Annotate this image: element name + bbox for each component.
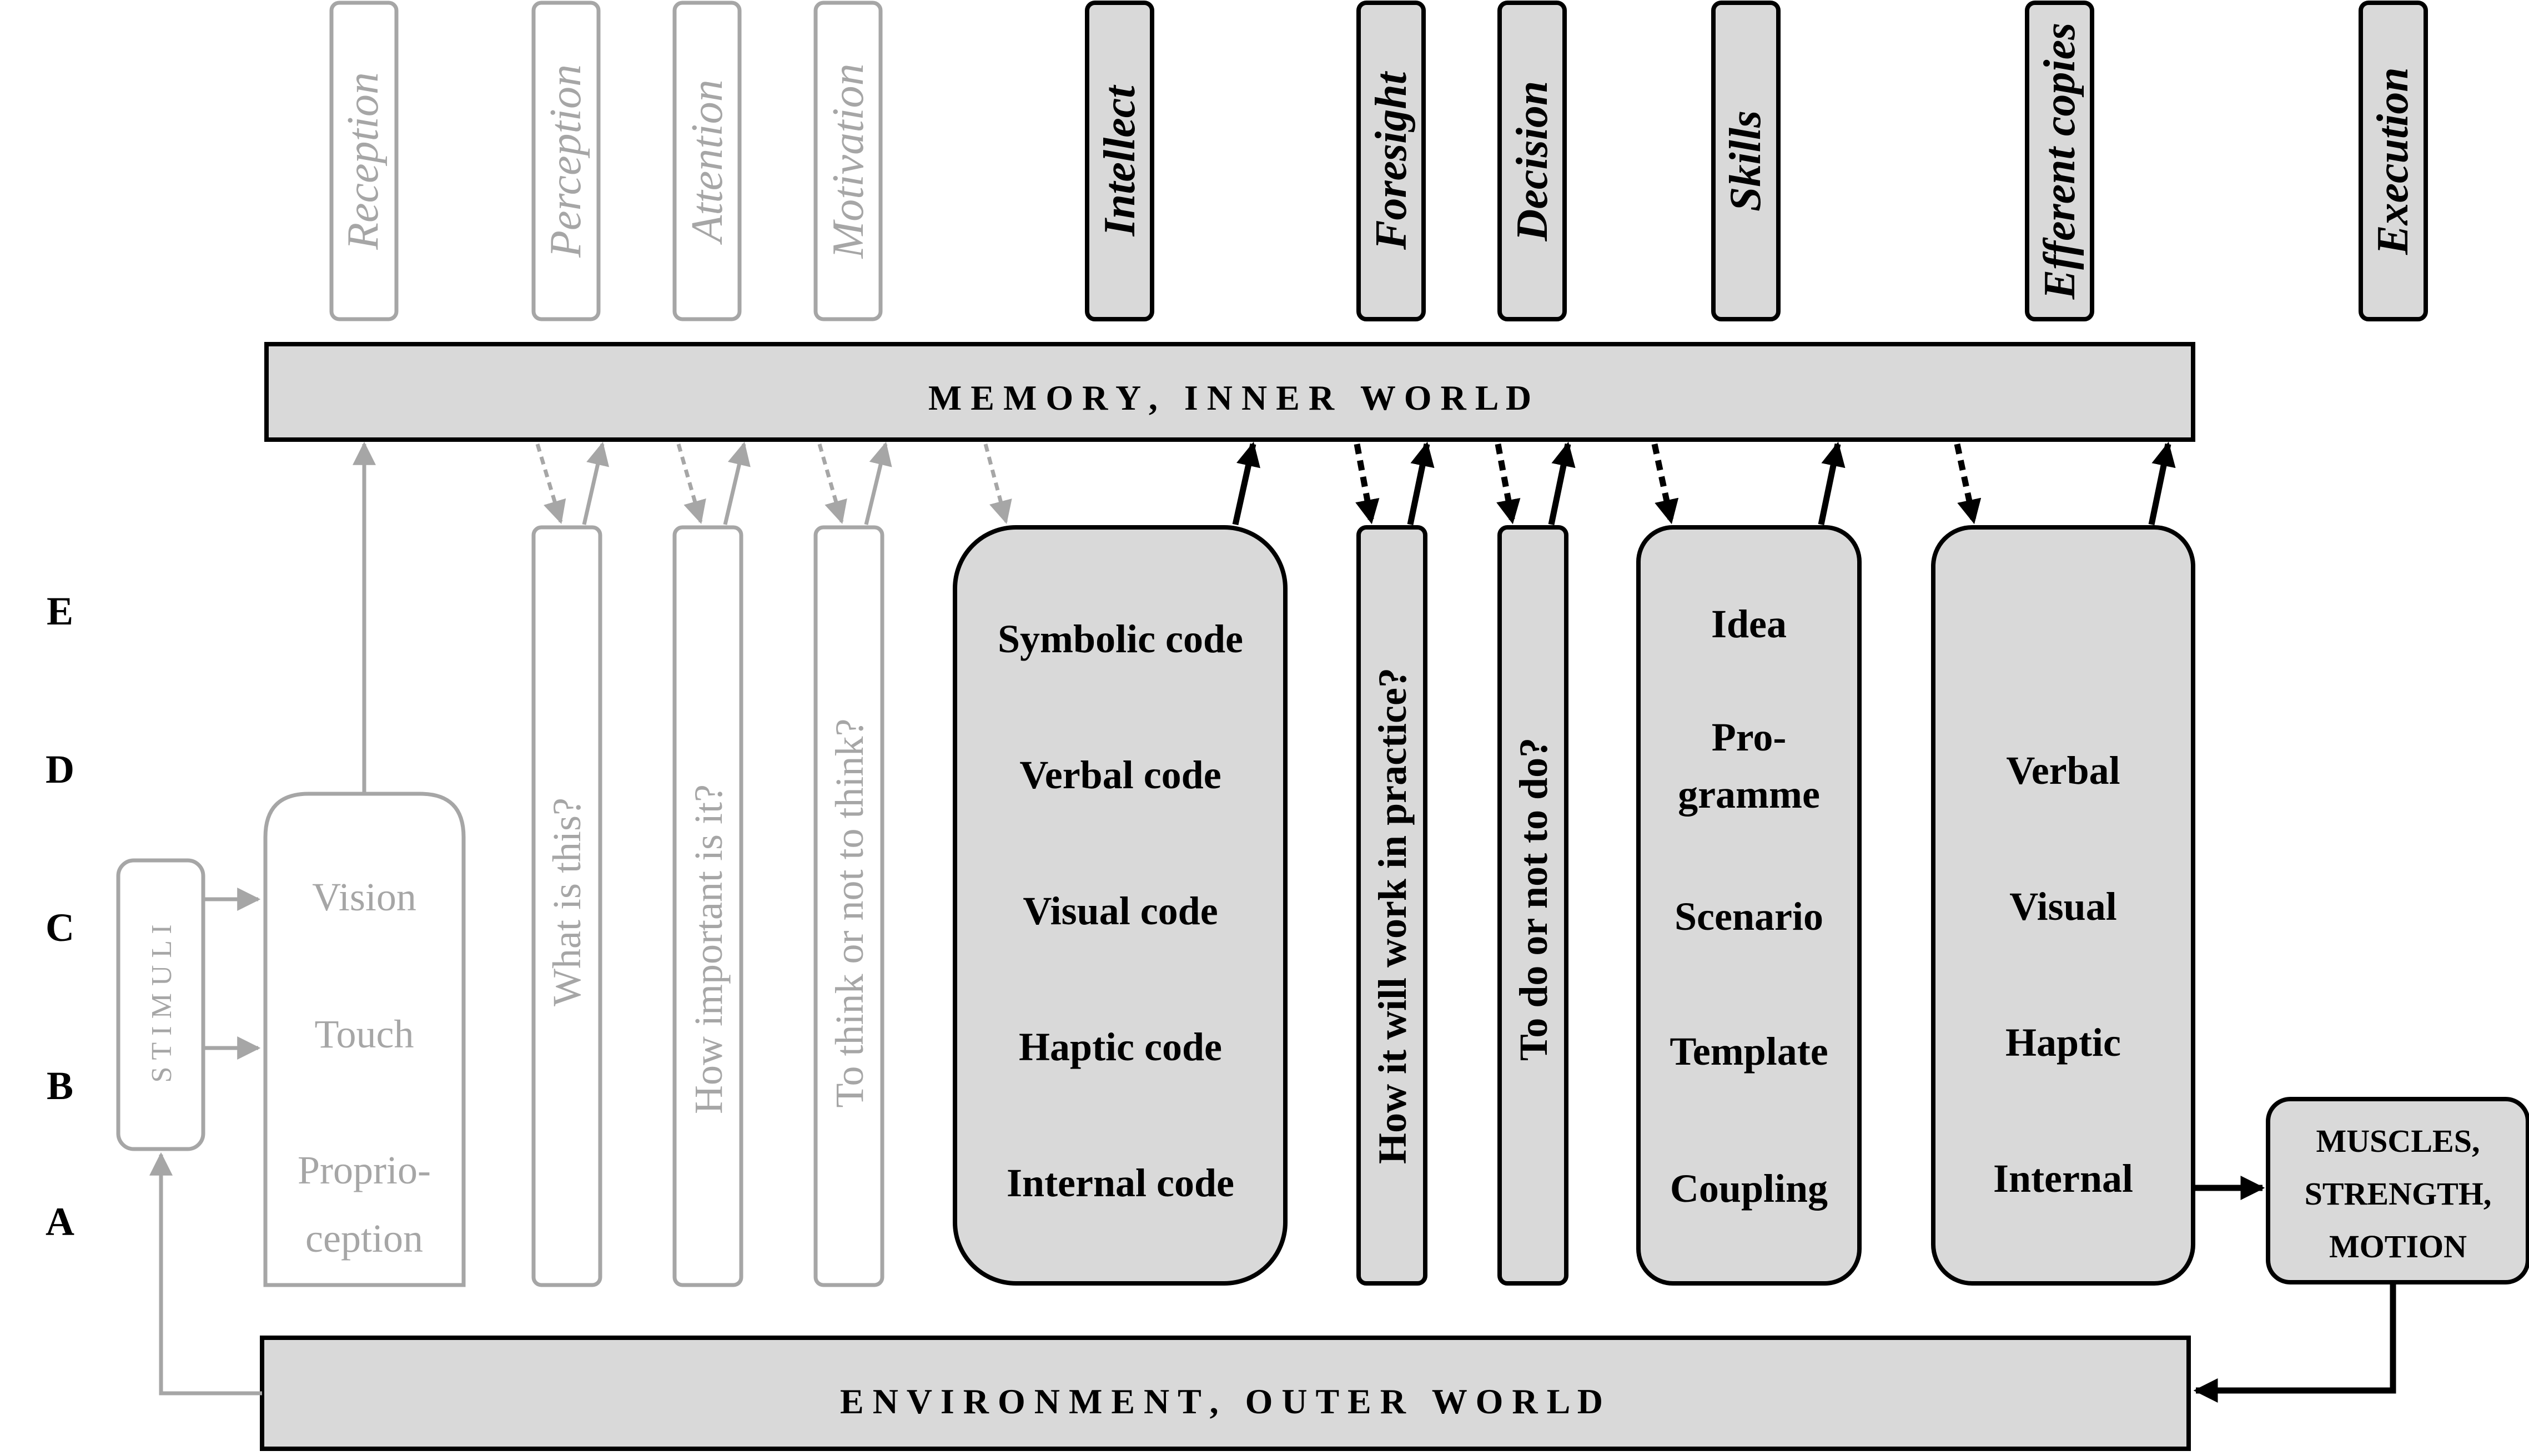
- environment-outer-world-bar: E N V I R O N M E N T , O U T E R W O R …: [260, 1336, 2191, 1451]
- level-labels: E D C B A: [46, 589, 74, 1244]
- attention-down-arrow: [676, 444, 706, 525]
- decision-up-arrow: [1548, 441, 1576, 526]
- top-label-efferent-copies: Efferent copies: [2025, 1, 2094, 321]
- perception-up-arrow: [582, 441, 610, 525]
- black-arrows: [1232, 441, 2396, 1403]
- intellect-down-arrow: [983, 444, 1012, 525]
- level-a: A: [46, 1200, 74, 1244]
- level-d: D: [46, 747, 74, 792]
- skill-programme-2: gramme: [1678, 772, 1820, 817]
- decision-text: Decision: [1508, 81, 1557, 242]
- motivation-up-arrow: [864, 441, 892, 525]
- skill-scenario: Scenario: [1675, 894, 1823, 939]
- what-is-this-text: What is this?: [545, 798, 589, 1006]
- vision-text: Vision: [312, 875, 416, 919]
- touch-text: Touch: [315, 1012, 414, 1056]
- foresight-text: Foresight: [1367, 70, 1416, 250]
- level-b: B: [47, 1064, 73, 1108]
- memory-inner-world-bar: M E M O R Y , I N N E R W O R L D: [264, 342, 2195, 442]
- top-label-perception: Perception: [531, 1, 601, 321]
- efferent-copies-text: Efferent copies: [2035, 23, 2084, 300]
- attention-text: Attention: [683, 79, 732, 245]
- muscles-text-3: MOTION: [2329, 1228, 2467, 1264]
- foresight-up-arrow: [1407, 441, 1435, 526]
- efferent-verbal: Verbal: [2006, 748, 2120, 793]
- attention-up-arrow: [723, 441, 751, 525]
- top-label-foresight: Foresight: [1356, 1, 1426, 321]
- question-box-think: To think or not to think?: [813, 525, 884, 1287]
- muscles-text-1: MUSCLES,: [2316, 1123, 2480, 1159]
- decision-down-arrow: [1495, 443, 1521, 525]
- codes-box: Symbolic code Verbal code Visual code Ha…: [953, 525, 1288, 1286]
- efferent-box: Verbal Visual Haptic Internal: [1931, 525, 2195, 1286]
- question-box-important: How important is it?: [672, 525, 743, 1287]
- level-c: C: [46, 905, 74, 950]
- proprioception-text-2: ception: [305, 1216, 423, 1261]
- motivation-text: Motivation: [824, 63, 873, 259]
- skills-box: Idea Pro- gramme Scenario Template Coupl…: [1636, 525, 1862, 1286]
- intellect-text: Intellect: [1095, 84, 1144, 237]
- efferent-internal: Internal: [1993, 1156, 2133, 1201]
- think-or-not-text: To think or not to think?: [827, 719, 872, 1108]
- question-box-what: What is this?: [531, 525, 602, 1287]
- environment-bar-text: E N V I R O N M E N T , O U T E R W O R …: [840, 1382, 1603, 1421]
- muscles-text-2: STRENGTH,: [2305, 1176, 2492, 1212]
- top-label-reception: Reception: [329, 1, 399, 321]
- efferent-up-arrow: [2148, 441, 2176, 526]
- code-haptic: Haptic code: [1019, 1025, 1222, 1069]
- stimuli-box: S T I M U L I: [116, 858, 205, 1151]
- perception-text: Perception: [541, 64, 590, 258]
- top-label-intellect: Intellect: [1085, 1, 1154, 321]
- code-symbolic: Symbolic code: [998, 617, 1243, 661]
- question-box-practice: How it will work in practice?: [1356, 525, 1427, 1286]
- top-label-skills: Skills: [1711, 1, 1781, 321]
- execution-text: Execution: [2369, 67, 2417, 255]
- proprioception-text-1: Proprio-: [298, 1148, 431, 1192]
- intellect-up-arrow: [1232, 441, 1260, 526]
- practice-text: How it will work in practice?: [1370, 668, 1415, 1164]
- question-box-todo: To do or not to do?: [1497, 525, 1568, 1286]
- senses-box: Vision Touch Proprio- ception: [263, 792, 466, 1287]
- gray-arrows: [149, 441, 1012, 1395]
- memory-bar-text: M E M O R Y , I N N E R W O R L D: [928, 378, 1531, 417]
- skills-text: Skills: [1721, 110, 1770, 211]
- efferent-haptic: Haptic: [2005, 1020, 2121, 1065]
- skills-down-arrow: [1651, 443, 1679, 525]
- todo-text: To do or not to do?: [1511, 738, 1556, 1061]
- code-visual: Visual code: [1023, 889, 1218, 933]
- reception-text: Reception: [339, 72, 388, 250]
- top-label-attention: Attention: [672, 1, 742, 321]
- efferent-down-arrow: [1954, 443, 1982, 525]
- skill-coupling: Coupling: [1670, 1166, 1828, 1211]
- code-internal: Internal code: [1007, 1161, 1234, 1205]
- top-label-execution: Execution: [2359, 1, 2428, 321]
- foresight-down-arrow: [1354, 443, 1380, 525]
- environment-stimuli-arrow: [149, 1152, 262, 1395]
- efferent-visual: Visual: [2009, 884, 2116, 929]
- motivation-down-arrow: [817, 444, 847, 525]
- muscles-environment-arrow: [2193, 1282, 2396, 1403]
- skill-programme-1: Pro-: [1712, 715, 1787, 759]
- muscles-box: MUSCLES, STRENGTH, MOTION: [2266, 1097, 2529, 1284]
- code-verbal: Verbal code: [1019, 753, 1221, 797]
- skill-idea: Idea: [1711, 602, 1787, 646]
- level-e: E: [47, 589, 73, 633]
- perception-down-arrow: [535, 443, 566, 525]
- skills-up-arrow: [1818, 441, 1846, 526]
- skill-template: Template: [1670, 1029, 1828, 1074]
- stimuli-text: S T I M U L I: [146, 924, 178, 1082]
- top-label-decision: Decision: [1497, 1, 1567, 321]
- how-important-text: How important is it?: [686, 784, 731, 1114]
- top-label-motivation: Motivation: [813, 1, 883, 321]
